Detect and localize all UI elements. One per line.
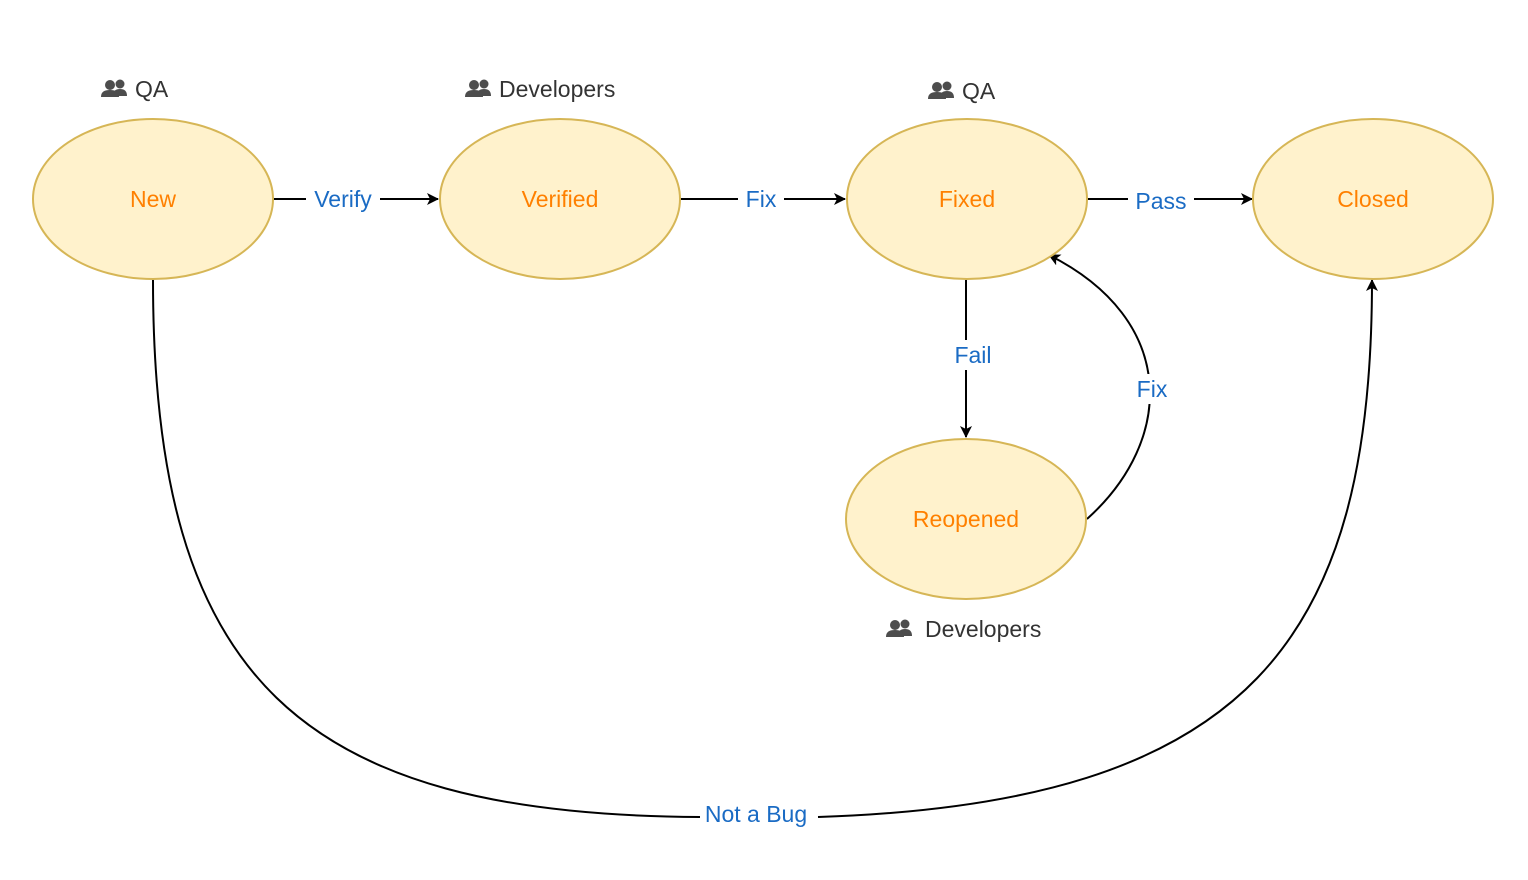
edges: Verify Fix Pass Fail Fix [152, 184, 1378, 827]
node-reopened[interactable]: Reopened [845, 438, 1087, 600]
node-verified[interactable]: Verified [439, 118, 681, 280]
node-label-closed: Closed [1337, 186, 1409, 212]
role-label-fixed: QA [962, 78, 996, 104]
role-fixed: QA [928, 78, 996, 104]
edge-fail[interactable]: Fail [948, 280, 998, 438]
role-new: QA [101, 76, 169, 102]
role-label-verified: Developers [499, 76, 615, 102]
edge-refix[interactable]: Fix [1048, 254, 1175, 520]
node-label-new: New [130, 186, 176, 212]
users-icon [465, 79, 491, 97]
edge-fix[interactable]: Fix [680, 184, 846, 214]
users-icon [886, 619, 912, 637]
nodes: New Verified Fixed Closed Reopened [32, 118, 1494, 600]
users-icon [101, 79, 127, 97]
role-reopened: Developers [886, 616, 1041, 642]
edge-label-verify: Verify [314, 186, 372, 212]
edge-pass[interactable]: Pass [1087, 186, 1253, 216]
edge-not-a-bug[interactable]: Not a Bug [152, 279, 1378, 827]
edge-label-not-a-bug: Not a Bug [705, 801, 807, 827]
edge-label-pass: Pass [1135, 188, 1186, 214]
node-fixed[interactable]: Fixed [846, 118, 1088, 280]
edge-verify[interactable]: Verify [273, 184, 439, 214]
node-label-fixed: Fixed [939, 186, 995, 212]
node-closed[interactable]: Closed [1252, 118, 1494, 280]
node-label-verified: Verified [522, 186, 599, 212]
node-label-reopened: Reopened [913, 506, 1019, 532]
roles: QA Developers QA Developers [101, 76, 1041, 642]
role-verified: Developers [465, 76, 615, 102]
node-new[interactable]: New [32, 118, 274, 280]
edge-label-refix: Fix [1137, 376, 1168, 402]
role-label-reopened: Developers [925, 616, 1041, 642]
role-label-new: QA [135, 76, 169, 102]
users-icon [928, 81, 954, 99]
edge-label-fix: Fix [746, 186, 777, 212]
edge-label-fail: Fail [954, 342, 991, 368]
